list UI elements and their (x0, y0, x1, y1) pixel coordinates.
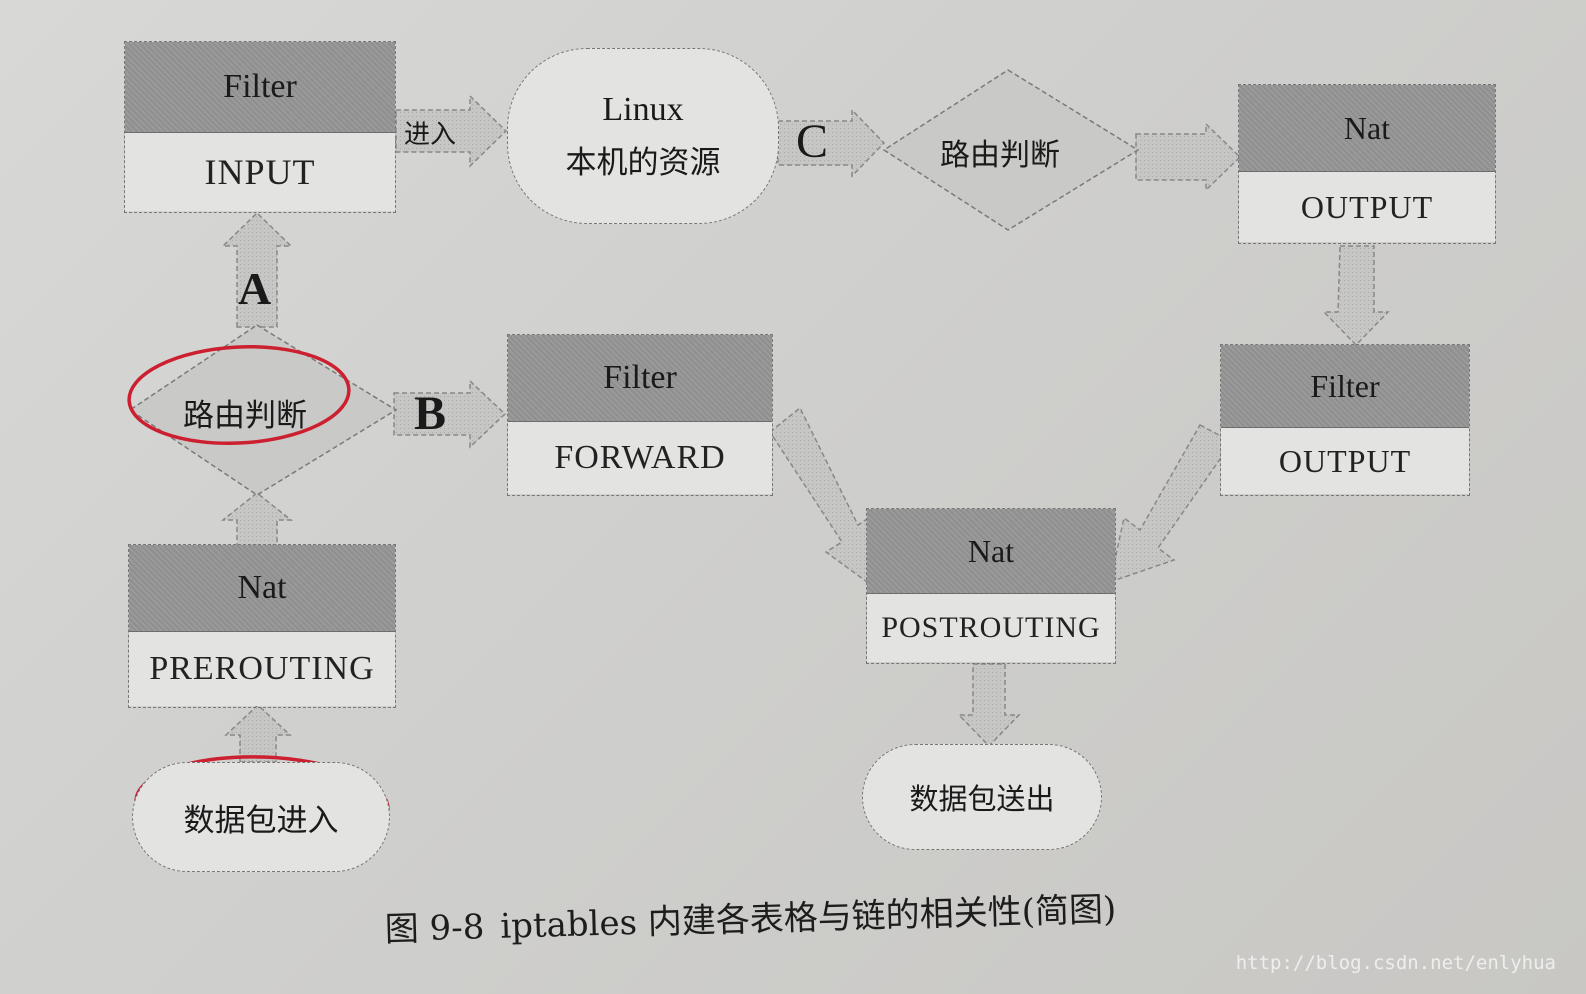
filter-forward-chain: FORWARD (508, 422, 772, 494)
filter-input-box: Filter INPUT (124, 41, 396, 213)
filter-input-table: Filter (125, 42, 395, 133)
nat-prerouting-box: Nat PREROUTING (128, 544, 396, 708)
nat-output-chain: OUTPUT (1239, 172, 1495, 242)
red-annotation-circle-routing (127, 344, 351, 446)
routing-decision-label-2: 路由判断 (940, 138, 1060, 173)
local-resource-line1: Linux (602, 90, 684, 128)
filter-forward-box: Filter FORWARD (507, 334, 773, 496)
arrow-prerouting-to-routing (220, 492, 294, 549)
filter-output-table: Filter (1221, 345, 1469, 428)
nat-prerouting-chain: PREROUTING (129, 632, 395, 706)
arrow-label-a: A (238, 263, 272, 314)
arrow-label-b: B (414, 387, 447, 440)
arrow-b-routing-to-forward (393, 379, 507, 449)
figure-number: 图 9-8 (384, 907, 485, 950)
linux-local-resource-node: Linux 本机的资源 (507, 48, 779, 224)
nat-postrouting-box: Nat POSTROUTING (866, 508, 1116, 664)
nat-postrouting-chain: POSTROUTING (867, 594, 1115, 662)
packet-out-label: 数据包送出 (909, 782, 1055, 816)
routing-decision-label-1: 路由判断 (183, 398, 307, 434)
packet-in-label: 数据包进入 (183, 802, 339, 839)
arrow-filter-output-to-postrouting (1108, 423, 1234, 584)
nat-output-box: Nat OUTPUT (1238, 84, 1496, 244)
arrow-c-local-to-routing (777, 108, 886, 178)
nat-prerouting-table: Nat (129, 545, 395, 632)
arrow-nat-output-to-filter-output (1322, 245, 1390, 347)
filter-input-chain: INPUT (125, 133, 395, 211)
arrow-routing-to-nat-output (1135, 122, 1242, 192)
packet-out-node: 数据包送出 (862, 744, 1102, 850)
routing-decision-diamond-1 (128, 324, 398, 496)
arrow-forward-to-postrouting (768, 406, 879, 592)
filter-output-chain: OUTPUT (1221, 428, 1469, 494)
packet-in-node: 数据包进入 (132, 762, 390, 872)
nat-output-table: Nat (1239, 85, 1495, 172)
watermark: http://blog.csdn.net/enlyhua (1235, 952, 1556, 974)
local-resource-line2: 本机的资源 (565, 144, 721, 181)
filter-forward-table: Filter (508, 335, 772, 422)
filter-output-box: Filter OUTPUT (1220, 344, 1470, 496)
arrow-label-c: C (796, 115, 829, 168)
arrow-input-to-local (395, 94, 508, 168)
arrow-packet-to-prerouting (224, 703, 292, 763)
routing-decision-diamond-2 (882, 69, 1140, 231)
arrow-label-enter: 进入 (404, 120, 457, 150)
arrow-a-routing-to-input (221, 211, 293, 328)
nat-postrouting-table: Nat (867, 509, 1115, 594)
arrow-postrouting-to-packet-out (957, 663, 1021, 748)
